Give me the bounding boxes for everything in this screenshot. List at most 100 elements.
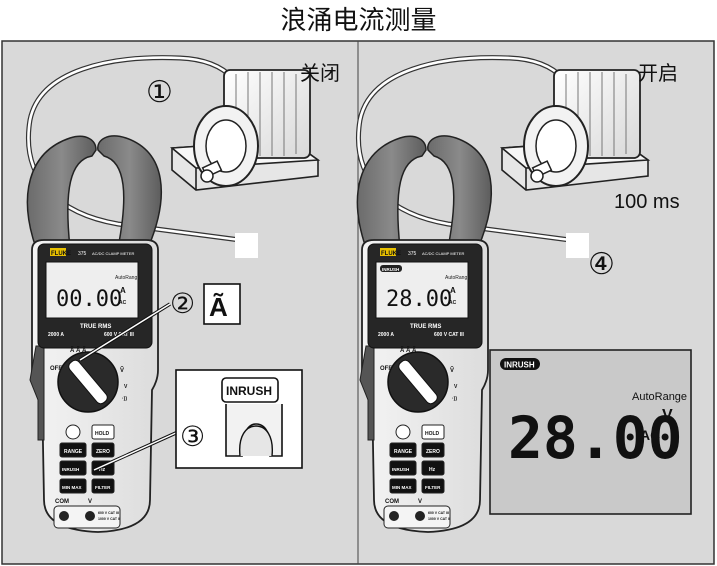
left-lcd: [45, 261, 139, 319]
zoom-value: 28.00: [508, 404, 683, 472]
svg-text:COM: COM: [385, 499, 399, 505]
right-com-jack[interactable]: [389, 511, 399, 521]
left-v-jack[interactable]: [85, 511, 95, 521]
svg-text:600 V CAT III: 600 V CAT III: [98, 511, 119, 515]
right-button-panel: HOLD RANGE ZERO INRUSH Hz MIN MAX FILTER: [389, 424, 445, 494]
right-filter-button[interactable]: [421, 478, 445, 494]
svg-text:A: A: [120, 286, 126, 295]
left-filter-button[interactable]: [91, 478, 115, 494]
zoom-autorange: AutoRange: [632, 391, 687, 403]
svg-text:OFF: OFF: [50, 366, 62, 372]
svg-text:·)): ·)): [122, 396, 127, 402]
svg-text:1000 V CAT II: 1000 V CAT II: [98, 517, 120, 521]
svg-text:Ã Ã Ã: Ã Ã Ã: [70, 347, 87, 354]
svg-text:2000 A: 2000 A: [48, 332, 64, 338]
svg-text:Hz: Hz: [429, 467, 436, 473]
svg-text:V: V: [124, 384, 128, 390]
left-range-button[interactable]: [59, 442, 87, 458]
svg-text:INRUSH: INRUSH: [504, 361, 535, 370]
function-symbol-box: [203, 283, 241, 325]
svg-text:AC/DC CLAMP METER: AC/DC CLAMP METER: [422, 251, 464, 256]
right-lcd-value: 28.00: [386, 287, 452, 312]
svg-text:MIN MAX: MIN MAX: [392, 485, 412, 490]
right-jaw-b: [427, 135, 492, 249]
right-zero-button[interactable]: [421, 442, 445, 458]
zoom-unit-v: V: [662, 407, 673, 424]
inrush-duration: 100 ms: [614, 191, 680, 213]
svg-text:MIN MAX: MIN MAX: [62, 485, 82, 490]
svg-text:TRUE RMS: TRUE RMS: [80, 324, 111, 330]
svg-text:HOLD: HOLD: [95, 431, 110, 437]
motor-state-off: 关闭: [300, 61, 340, 85]
svg-text:Ṽ: Ṽ: [450, 367, 454, 374]
motor-state-on: 开启: [638, 61, 678, 85]
left-backlight-button[interactable]: [65, 424, 81, 440]
svg-text:TRUE RMS: TRUE RMS: [410, 324, 441, 330]
step-2-label: ②: [170, 287, 195, 320]
right-jaw-a: [356, 135, 427, 249]
svg-text:ZERO: ZERO: [96, 449, 110, 455]
left-minmax-button[interactable]: [59, 478, 87, 494]
svg-text:FILTER: FILTER: [425, 485, 441, 490]
right-hz-button[interactable]: [421, 460, 445, 476]
svg-text:INRUSH: INRUSH: [382, 267, 399, 272]
zoomed-display: [489, 349, 692, 515]
left-jaw-a: [26, 135, 97, 249]
right-inrush-button-small[interactable]: [389, 460, 417, 476]
svg-text:INRUSH: INRUSH: [62, 467, 79, 472]
svg-text:FLUKE: FLUKE: [381, 251, 401, 257]
left-lcd-value: 00.00: [56, 287, 122, 312]
svg-text:375: 375: [408, 251, 417, 257]
svg-text:AC: AC: [449, 300, 457, 306]
svg-text:Ṽ: Ṽ: [120, 367, 124, 374]
svg-text:375: 375: [78, 251, 87, 257]
svg-text:A: A: [450, 286, 456, 295]
step-3-label: ③: [180, 420, 205, 453]
svg-text:V: V: [418, 499, 422, 505]
left-hold-button[interactable]: [91, 424, 115, 440]
svg-text:600 V CAT III: 600 V CAT III: [428, 511, 449, 515]
function-symbol: Ã: [209, 292, 228, 322]
right-v-jack[interactable]: [415, 511, 425, 521]
svg-text:AC: AC: [119, 300, 127, 306]
inrush-button-label: INRUSH: [226, 384, 272, 398]
svg-text:INRUSH: INRUSH: [392, 467, 409, 472]
svg-text:·)): ·)): [452, 396, 457, 402]
right-minmax-button[interactable]: [389, 478, 417, 494]
left-inrush-button-small[interactable]: [59, 460, 87, 476]
motor-right: [499, 69, 651, 191]
cable-end-block: [235, 233, 258, 258]
svg-text:V: V: [454, 384, 458, 390]
left-com-jack[interactable]: [59, 511, 69, 521]
svg-text:AC/DC CLAMP METER: AC/DC CLAMP METER: [92, 251, 134, 256]
zoom-inrush-badge: [500, 358, 540, 370]
right-range-button[interactable]: [389, 442, 417, 458]
svg-text:RANGE: RANGE: [64, 449, 83, 455]
svg-text:1000 V CAT II: 1000 V CAT II: [428, 517, 450, 521]
page-title: 浪涌电流测量: [280, 6, 437, 36]
step-4-label: ④: [588, 247, 615, 282]
right-panel: 开启 100 ms ④ FLUKE 375 AC/DC CLAMP METER …: [356, 55, 692, 533]
svg-text:ZERO: ZERO: [426, 449, 440, 455]
svg-text:V: V: [88, 499, 92, 505]
cable-end-block-right: [566, 233, 589, 258]
motor-left: [169, 69, 321, 191]
left-panel: 关闭 ① FLUKE 375 AC/DC CLAMP METER AutoRan…: [26, 55, 340, 533]
left-zero-button[interactable]: [91, 442, 115, 458]
svg-text:600 V CAT III: 600 V CAT III: [434, 332, 465, 338]
svg-text:COM: COM: [55, 499, 69, 505]
svg-text:AutoRange: AutoRange: [445, 275, 470, 281]
svg-text:Ã Ã Ã: Ã Ã Ã: [400, 347, 417, 354]
svg-text:OFF: OFF: [380, 366, 392, 372]
zoom-unit-ac: AC: [640, 427, 660, 443]
svg-text:FILTER: FILTER: [95, 485, 111, 490]
step-1-label: ①: [146, 75, 173, 110]
svg-text:Hz: Hz: [99, 467, 106, 473]
right-hold-button[interactable]: [421, 424, 445, 440]
svg-text:AutoRange: AutoRange: [115, 275, 140, 281]
left-jaw-b: [97, 135, 162, 249]
right-backlight-button[interactable]: [395, 424, 411, 440]
svg-text:2000 A: 2000 A: [378, 332, 394, 338]
svg-text:FLUKE: FLUKE: [51, 251, 71, 257]
